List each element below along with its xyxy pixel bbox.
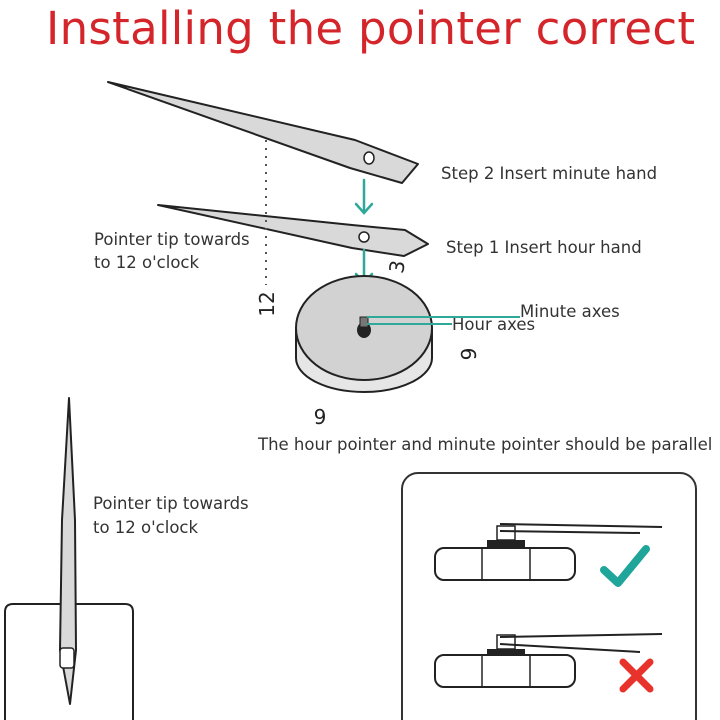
tip-top-label-line2: to 12 o'clock <box>94 253 200 272</box>
tip-bottom-label-line1: Pointer tip towards <box>93 494 249 513</box>
minute-hand-hole <box>363 151 375 165</box>
step1-label: Step 1 Insert hour hand <box>446 238 642 257</box>
hour-axes-label: Hour axes <box>452 315 536 334</box>
insert-arrow-minute <box>354 178 374 215</box>
dial-number-12: 12 <box>255 291 279 316</box>
dial-number-6-bottom: 6 <box>314 404 327 428</box>
dial-number-3: 3 <box>384 258 410 275</box>
cross-mark-icon <box>619 658 654 693</box>
check-mark-icon <box>600 545 650 587</box>
wrong-example <box>434 633 663 688</box>
minute-axes-label: Minute axes <box>520 302 620 321</box>
axis-shaft <box>359 316 369 328</box>
tip-top-label-line1: Pointer tip towards <box>94 230 250 249</box>
step2-label: Step 2 Insert minute hand <box>441 164 658 183</box>
vertical-hand <box>59 397 77 705</box>
dial-number-6-side: 6 <box>456 348 480 361</box>
minute-hand <box>107 81 419 184</box>
tip-bottom-label-line2: to 12 o'clock <box>93 518 199 537</box>
hour-hand-hole <box>358 231 370 243</box>
parallel-note: The hour pointer and minute pointer shou… <box>258 435 713 454</box>
page-title: Installing the pointer correct <box>46 2 696 55</box>
vertical-hand-hub <box>59 647 75 669</box>
correct-example <box>434 523 663 581</box>
hour-hand <box>157 204 429 257</box>
